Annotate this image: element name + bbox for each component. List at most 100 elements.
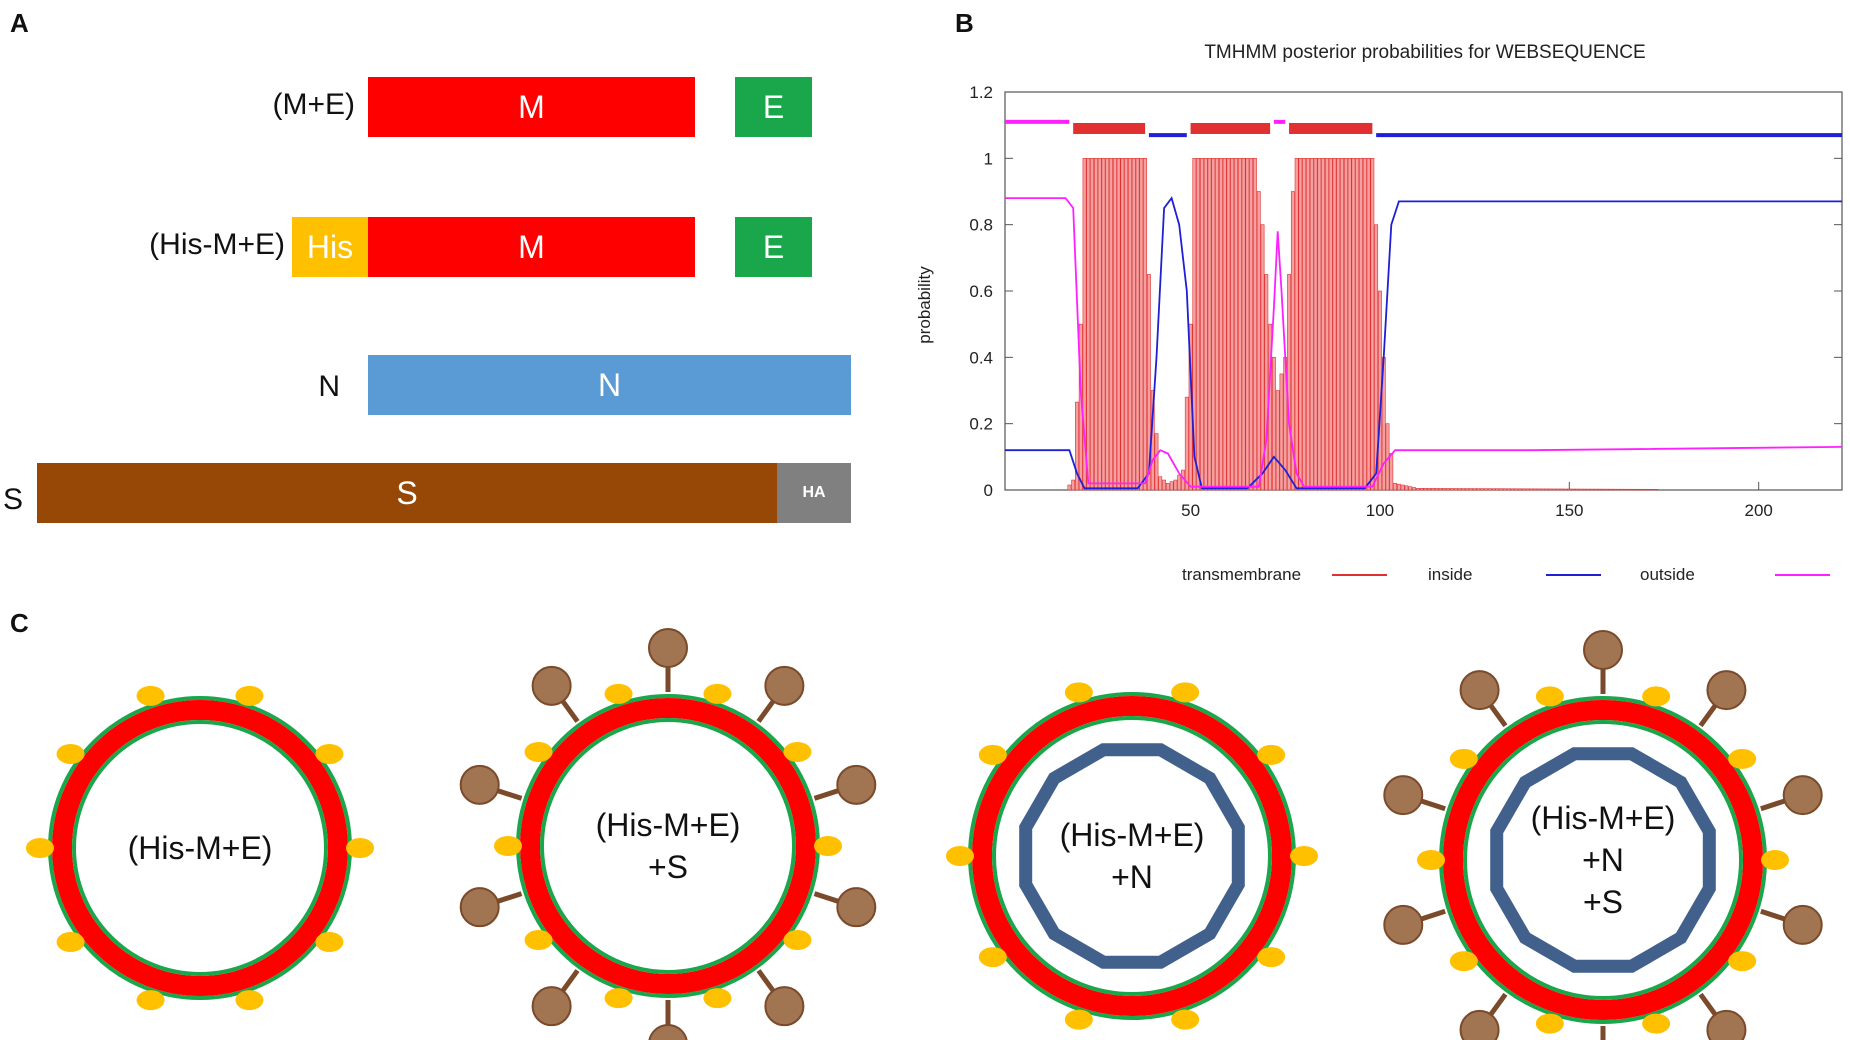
transmembrane-bar bbox=[1438, 488, 1443, 491]
transmembrane-bar bbox=[1162, 479, 1166, 491]
spike-protein bbox=[836, 887, 877, 928]
spike-protein bbox=[1459, 670, 1500, 711]
transmembrane-bar bbox=[1256, 191, 1261, 491]
transmembrane-bar bbox=[1347, 158, 1352, 491]
transmembrane-bar bbox=[1260, 224, 1265, 491]
transmembrane-bar bbox=[1650, 489, 1655, 491]
transmembrane-bar bbox=[1109, 158, 1113, 491]
y-tick-label: 0.8 bbox=[969, 216, 993, 235]
ha-tag-box: HA bbox=[777, 463, 851, 523]
topology-segment-transmembrane bbox=[1073, 122, 1146, 134]
transmembrane-bar bbox=[1279, 373, 1284, 491]
spike-protein bbox=[1383, 775, 1424, 816]
x-tick-label: 200 bbox=[1744, 501, 1772, 520]
transmembrane-bar bbox=[1563, 488, 1568, 491]
lipid-bilayer bbox=[52, 700, 348, 996]
vlp-label-line: (His-M+E) bbox=[128, 830, 273, 866]
construct-label-s: S bbox=[3, 483, 24, 516]
transmembrane-bar bbox=[1609, 488, 1613, 491]
transmembrane-bar bbox=[1393, 483, 1397, 491]
panel-label-a: A bbox=[10, 8, 29, 38]
transmembrane-bar bbox=[1624, 488, 1629, 491]
transmembrane-bar bbox=[1211, 158, 1216, 491]
topology-segment-outside bbox=[1005, 119, 1070, 124]
e-protein bbox=[494, 836, 522, 856]
y-tick-label: 1.2 bbox=[969, 83, 993, 102]
transmembrane-bar bbox=[1495, 488, 1500, 491]
vlp-label-line: (His-M+E) bbox=[596, 807, 741, 843]
tmhmm-chart: TMHMM posterior probabilities for WEBSEQ… bbox=[915, 42, 1843, 584]
transmembrane-bar bbox=[1139, 158, 1144, 491]
spike-protein bbox=[1782, 775, 1823, 816]
transmembrane-bar bbox=[1506, 488, 1511, 491]
transmembrane-bar bbox=[1529, 488, 1534, 491]
lipid-bilayer bbox=[520, 698, 816, 994]
transmembrane-bar bbox=[1586, 488, 1591, 491]
transmembrane-bar bbox=[1090, 158, 1095, 491]
transmembrane-bar bbox=[1423, 488, 1428, 491]
transmembrane-bar bbox=[1245, 158, 1250, 491]
vlp-particle: (His-M+E)+N bbox=[946, 682, 1318, 1030]
panel-label-b: B bbox=[955, 8, 974, 38]
vlp-label-line: +S bbox=[1583, 884, 1623, 920]
e-protein bbox=[1449, 748, 1478, 769]
spike-protein bbox=[1782, 904, 1823, 945]
transmembrane-bar bbox=[1093, 158, 1098, 491]
transmembrane-bar bbox=[1343, 158, 1348, 491]
transmembrane-bar bbox=[1461, 488, 1466, 491]
inner-membrane bbox=[72, 720, 328, 976]
y-axis-label: probability bbox=[915, 266, 934, 344]
transmembrane-bar bbox=[1370, 158, 1375, 491]
transmembrane-bar bbox=[1590, 488, 1594, 491]
spike-protein bbox=[531, 986, 572, 1027]
transmembrane-bar bbox=[1491, 488, 1496, 491]
transmembrane-bar bbox=[1309, 158, 1314, 491]
e-protein bbox=[524, 741, 553, 762]
transmembrane-bar bbox=[1302, 158, 1307, 491]
transmembrane-bar bbox=[1226, 158, 1231, 491]
transmembrane-bar bbox=[1154, 433, 1159, 491]
transmembrane-bar bbox=[1237, 158, 1242, 491]
transmembrane-bar bbox=[1404, 485, 1409, 491]
e-protein bbox=[56, 743, 85, 764]
transmembrane-bar bbox=[1484, 488, 1488, 491]
transmembrane-bar bbox=[1593, 488, 1598, 491]
e-protein bbox=[1535, 1013, 1564, 1034]
transmembrane-bar bbox=[1419, 488, 1424, 491]
transmembrane-bar bbox=[1453, 488, 1458, 491]
lipid-bilayer bbox=[1443, 700, 1763, 1020]
transmembrane-bar bbox=[1120, 158, 1125, 491]
e-protein bbox=[524, 930, 553, 951]
transmembrane-bar bbox=[1468, 488, 1473, 491]
transmembrane-bar bbox=[1328, 158, 1333, 491]
m-protein-box: M bbox=[368, 217, 695, 277]
topology-segment-inside bbox=[1376, 133, 1842, 138]
transmembrane-bar bbox=[1196, 158, 1201, 491]
spike-protein bbox=[648, 1024, 688, 1040]
panel-label-c: C bbox=[10, 608, 29, 638]
e-protein bbox=[1449, 951, 1478, 972]
e-protein bbox=[315, 743, 344, 764]
e-protein bbox=[703, 988, 732, 1009]
transmembrane-bar bbox=[1628, 488, 1632, 491]
transmembrane-bar bbox=[1313, 158, 1318, 491]
transmembrane-bar bbox=[1215, 158, 1219, 491]
transmembrane-bar bbox=[1616, 488, 1621, 491]
e-protein bbox=[978, 744, 1007, 765]
transmembrane-bar bbox=[1567, 488, 1572, 491]
transmembrane-bar bbox=[1359, 158, 1363, 491]
inner-membrane bbox=[992, 716, 1272, 996]
transmembrane-bar bbox=[1457, 488, 1462, 491]
transmembrane-bar bbox=[1124, 158, 1129, 491]
transmembrane-bar bbox=[1184, 396, 1189, 491]
vlp-label-line: +N bbox=[1582, 842, 1624, 878]
transmembrane-bar bbox=[1298, 158, 1303, 491]
spike-protein bbox=[764, 986, 805, 1027]
transmembrane-bar bbox=[1389, 453, 1394, 491]
transmembrane-bar bbox=[1230, 158, 1235, 491]
transmembrane-bar bbox=[1275, 390, 1280, 491]
transmembrane-bar bbox=[1097, 158, 1102, 491]
transmembrane-bar bbox=[1635, 488, 1640, 491]
legend-label-outside: outside bbox=[1640, 565, 1695, 584]
transmembrane-bar bbox=[1272, 357, 1276, 491]
